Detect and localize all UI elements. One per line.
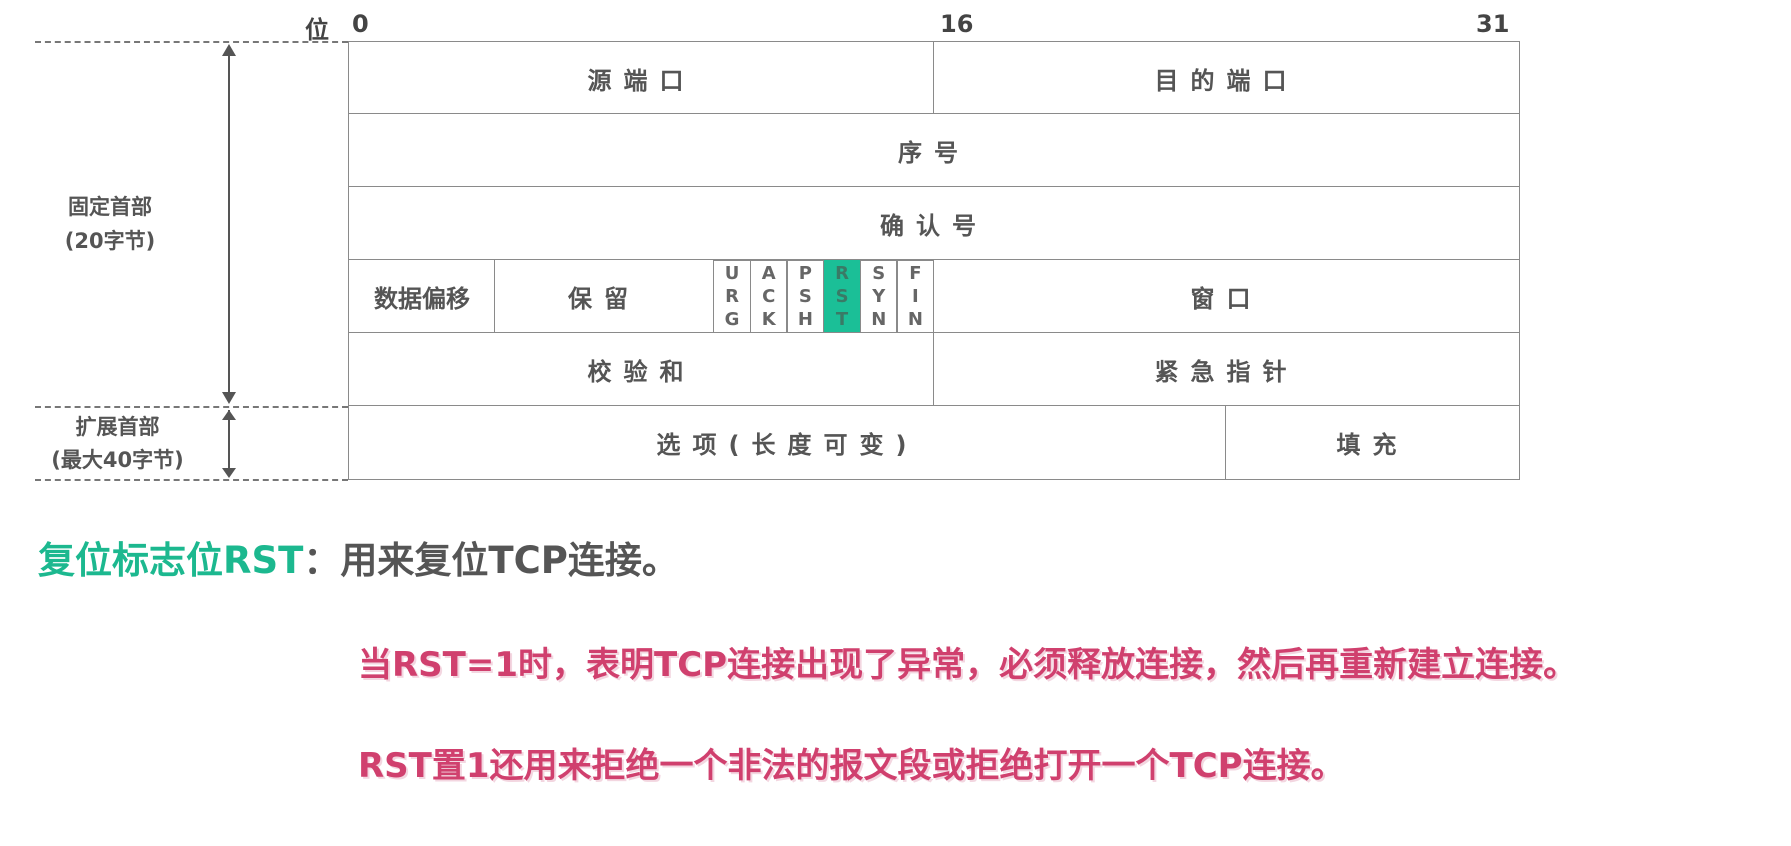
heading: 复位标志位RST：用来复位TCP连接。 bbox=[38, 530, 679, 584]
field-checksum: 校验和 bbox=[348, 332, 935, 407]
heading-green: 复位标志位RST bbox=[38, 539, 304, 582]
flag-name: PSH bbox=[797, 263, 813, 330]
arrow-up-icon bbox=[222, 44, 236, 56]
ext-header-title: 扩展首部 bbox=[75, 415, 160, 439]
flag-name: SYN bbox=[871, 263, 887, 330]
flag-urg: URG bbox=[713, 259, 752, 334]
bit-31: 31 bbox=[1476, 10, 1510, 38]
field-padding: 填充 bbox=[1225, 405, 1520, 480]
fixed-header-title: 固定首部 bbox=[68, 195, 152, 219]
fixed-header-arrow bbox=[228, 46, 230, 401]
field-ack: 确认号 bbox=[348, 186, 1520, 261]
bit-0: 0 bbox=[352, 10, 369, 38]
note-line-1: 当RST=1时，表明TCP连接出现了异常，必须释放连接，然后再重新建立连接。 bbox=[358, 645, 1578, 685]
field-offset: 数据偏移 bbox=[348, 259, 496, 334]
fixed-header-size: (20字节) bbox=[64, 229, 156, 253]
arrow-up-icon bbox=[222, 410, 236, 420]
heading-rest: ：用来复位TCP连接。 bbox=[303, 539, 679, 582]
flag-fin: FIN bbox=[896, 259, 935, 334]
fixed-header-label: 固定首部 (20字节) bbox=[40, 190, 180, 258]
ext-header-arrow bbox=[228, 410, 230, 476]
bit-label: 位 bbox=[305, 16, 329, 44]
note-line-2: RST置1还用来拒绝一个非法的报文段或拒绝打开一个TCP连接。 bbox=[358, 746, 1345, 786]
arrow-down-icon bbox=[222, 468, 236, 478]
divider-middle bbox=[35, 406, 348, 408]
bit-16: 16 bbox=[940, 10, 974, 38]
field-seq: 序号 bbox=[348, 113, 1520, 188]
flag-rst: RST bbox=[823, 259, 862, 334]
field-reserved: 保留 bbox=[494, 259, 714, 334]
flag-name: URG bbox=[724, 263, 740, 330]
flag-name: ACK bbox=[761, 263, 776, 330]
arrow-down-icon bbox=[222, 392, 236, 404]
divider-top bbox=[35, 41, 348, 43]
ext-header-size: (最大40字节) bbox=[51, 448, 184, 472]
field-window: 窗口 bbox=[933, 259, 1520, 334]
field-src-port: 源端口 bbox=[348, 41, 935, 115]
flag-psh: PSH bbox=[786, 259, 825, 334]
field-dst-port: 目的端口 bbox=[933, 41, 1520, 115]
flag-ack: ACK bbox=[749, 259, 788, 334]
flag-syn: SYN bbox=[859, 259, 898, 334]
divider-bottom bbox=[35, 479, 348, 481]
flag-name: FIN bbox=[907, 263, 923, 330]
field-urgent: 紧急指针 bbox=[933, 332, 1520, 407]
flag-name: RST bbox=[835, 263, 849, 330]
ext-header-label: 扩展首部 (最大40字节) bbox=[30, 411, 205, 477]
field-options: 选项(长度可变) bbox=[348, 405, 1227, 480]
